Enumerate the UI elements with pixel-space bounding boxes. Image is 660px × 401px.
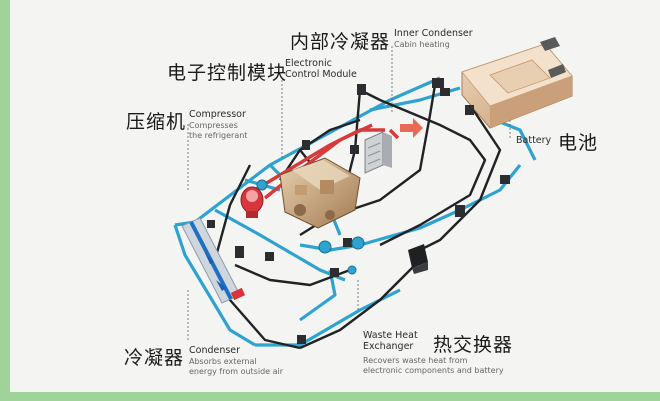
condenser-core <box>181 217 246 304</box>
ecm-label-cn: 电子控制模块 <box>167 62 288 84</box>
compressor-label-en: Compressor <box>189 109 246 120</box>
compressor-desc: Compresses the refrigerant <box>189 121 248 140</box>
condenser-label-cn: 冷凝器 <box>124 347 185 369</box>
waste-heat-label-en-line1: Waste Heat <box>363 330 418 341</box>
pipe-fittings <box>207 78 510 344</box>
waste-heat-label-cn: 热交换器 <box>433 334 514 356</box>
inner-condenser-unit <box>364 131 392 174</box>
label-leader-lines <box>187 46 511 340</box>
ecm-label-en-line1: Electronic <box>285 58 332 69</box>
compressor-label-cn: 压缩机 <box>126 111 187 133</box>
frame-left-border <box>0 0 10 401</box>
compressor <box>240 186 264 218</box>
battery-label-cn: 电池 <box>558 132 599 154</box>
condenser-label-en: Condenser <box>189 345 241 356</box>
frame-bottom-border <box>0 392 660 401</box>
inner-condenser-label-cn: 内部冷凝器 <box>290 31 391 53</box>
waste-heat-label-en-line2: Exchanger <box>363 341 414 352</box>
battery-label-en: Battery <box>516 135 552 146</box>
inner-condenser-label-en: Inner Condenser <box>394 28 473 39</box>
waste-heat-exchanger <box>408 244 428 274</box>
battery-pack <box>461 37 573 129</box>
inner-condenser-desc: Cabin heating <box>394 40 450 49</box>
condenser-desc: Absorbs external energy from outside air <box>189 357 284 376</box>
electronic-control-module <box>279 157 361 229</box>
coolant-pumps <box>256 179 365 275</box>
waste-heat-desc: Recovers waste heat from electronic comp… <box>363 356 504 375</box>
ecm-label-en-line2: Control Module <box>285 69 357 80</box>
cabin-heat-arrow <box>400 118 423 138</box>
